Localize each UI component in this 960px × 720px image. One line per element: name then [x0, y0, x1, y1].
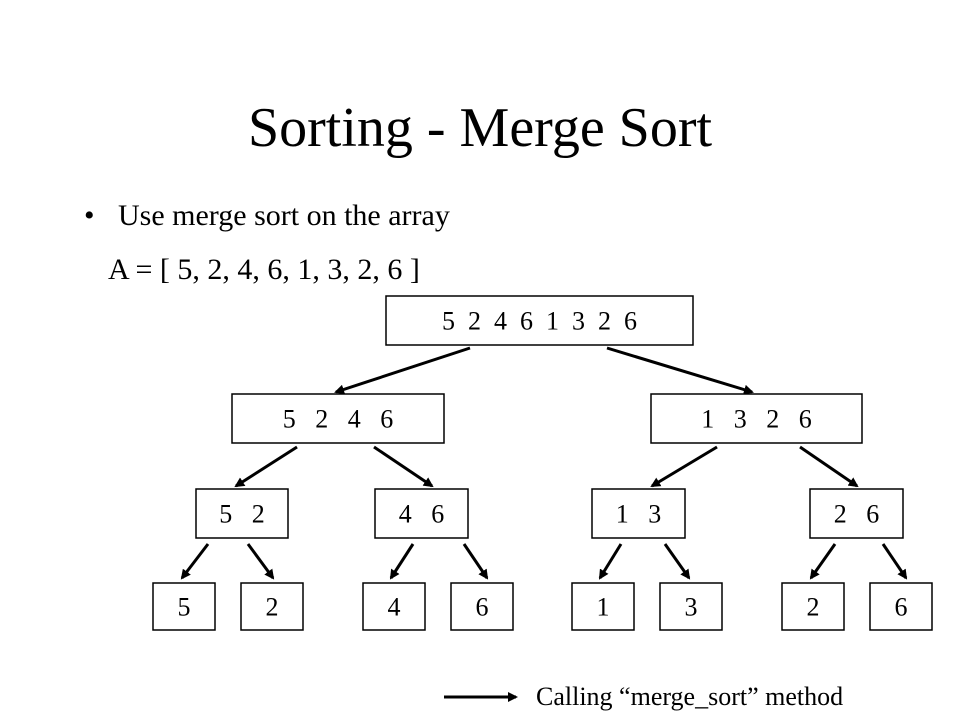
node-box	[152, 582, 216, 631]
tree-node-n14: 6	[869, 582, 933, 631]
node-box	[869, 582, 933, 631]
call-arrow-n2-n5	[650, 445, 718, 488]
node-label: 2	[807, 593, 820, 622]
node-label: 5 2	[219, 500, 265, 529]
node-box	[781, 582, 845, 631]
slide-title: Sorting - Merge Sort	[247, 97, 713, 159]
node-box	[450, 582, 514, 631]
tree-node-n10: 6	[450, 582, 514, 631]
call-arrow-n3-n8	[246, 543, 275, 580]
tree-node-n6: 2 6	[809, 488, 904, 539]
call-arrow-n2-n6	[799, 445, 859, 488]
tree-node-n7: 5	[152, 582, 216, 631]
bullet-item: • Use merge sort on the array	[84, 196, 450, 236]
tree-node-n0: 5 2 4 6 1 3 2 6	[385, 295, 694, 346]
array-definition: A = [ 5, 2, 4, 6, 1, 3, 2, 6 ]	[108, 253, 420, 286]
call-arrow-n1-n4	[373, 445, 434, 488]
tree-node-n8: 2	[240, 582, 304, 631]
node-label: 6	[476, 593, 489, 622]
node-box	[231, 393, 445, 444]
tree-node-n1: 5 2 4 6	[231, 393, 445, 444]
tree-node-n2: 1 3 2 6	[650, 393, 863, 444]
tree-node-n4: 4 6	[374, 488, 469, 539]
legend-label: Calling “merge_sort” method	[536, 682, 844, 711]
node-box	[195, 488, 289, 539]
node-box	[385, 295, 694, 346]
node-label: 4	[388, 593, 401, 622]
node-label: 5 2 4 6	[283, 405, 394, 434]
node-label: 1	[597, 593, 610, 622]
tree-node-n11: 1	[571, 582, 635, 631]
edges-group	[180, 346, 908, 580]
call-arrow-n0-n1	[334, 346, 471, 395]
node-label: 1 3	[616, 500, 662, 529]
node-label: 3	[685, 593, 698, 622]
node-label: 5	[178, 593, 191, 622]
nodes-group: 5 2 4 6 1 3 2 6 5 2 4 6 1 3 2 6 5 2 4 6 1 3 2 …	[152, 295, 933, 631]
node-box	[591, 488, 686, 539]
node-box	[659, 582, 723, 631]
node-box	[650, 393, 863, 444]
node-box	[374, 488, 469, 539]
node-label: 2	[266, 593, 279, 622]
node-box	[809, 488, 904, 539]
node-label: 6	[895, 593, 908, 622]
call-arrow-n6-n14	[881, 543, 908, 580]
tree-node-n12: 3	[659, 582, 723, 631]
tree-node-n3: 5 2	[195, 488, 289, 539]
node-box	[571, 582, 635, 631]
call-arrow-n6-n13	[809, 543, 837, 580]
node-box	[362, 582, 426, 631]
node-label: 5 2 4 6 1 3 2 6	[442, 307, 637, 336]
node-box	[240, 582, 304, 631]
call-arrow-n5-n12	[663, 543, 691, 580]
tree-node-n13: 2	[781, 582, 845, 631]
call-arrow-n4-n10	[462, 543, 489, 580]
bullet-dot: •	[84, 199, 95, 232]
node-label: 2 6	[834, 500, 880, 529]
call-arrow-n5-n11	[598, 543, 623, 580]
node-label: 1 3 2 6	[701, 405, 812, 434]
call-arrow-n3-n7	[180, 543, 210, 580]
bullet-text: Use merge sort on the array	[118, 199, 450, 232]
call-arrow-n4-n9	[389, 543, 415, 580]
tree-node-n5: 1 3	[591, 488, 686, 539]
tree-node-n9: 4	[362, 582, 426, 631]
call-arrow-n1-n3	[234, 445, 298, 488]
call-arrow-n0-n2	[606, 346, 754, 395]
node-label: 4 6	[399, 500, 445, 529]
